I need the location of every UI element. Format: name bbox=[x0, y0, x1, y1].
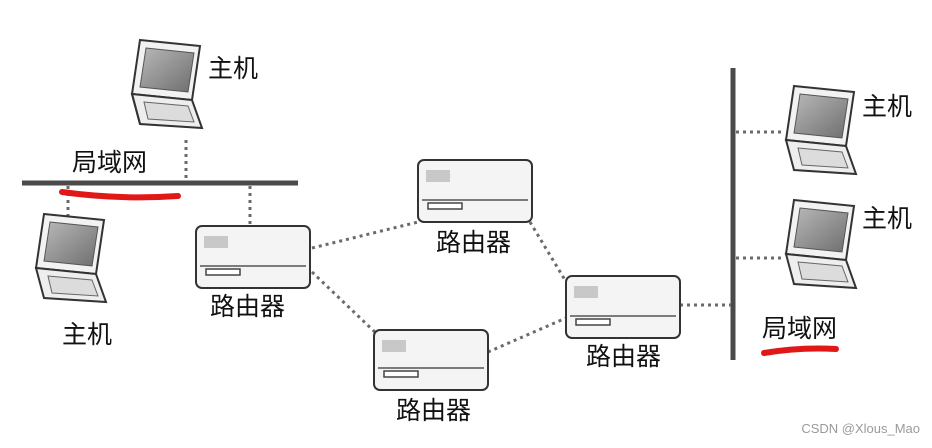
router-label-top: 路由器 bbox=[436, 228, 512, 257]
host-label-right-top: 主机 bbox=[862, 92, 913, 121]
laptop-icon bbox=[130, 38, 204, 130]
lan-right-underline bbox=[761, 345, 839, 356]
router-label-left: 路由器 bbox=[210, 292, 286, 321]
router-icon bbox=[373, 329, 489, 391]
link-top-router-to-right-router bbox=[528, 221, 570, 286]
link-left-router-to-bottom-router bbox=[310, 270, 380, 337]
link-left-router-to-top-router bbox=[311, 220, 419, 250]
laptop-icon bbox=[34, 212, 108, 304]
watermark: CSDN @Xlous_Mao bbox=[801, 421, 920, 436]
link-bottom-router-to-right-router bbox=[487, 316, 567, 354]
laptop-icon bbox=[784, 84, 858, 176]
dotted-links bbox=[66, 130, 784, 354]
lan-left-underline bbox=[59, 189, 181, 201]
router-icon bbox=[565, 275, 681, 339]
lan-label-left: 局域网 bbox=[72, 148, 148, 177]
router-label-bottom: 路由器 bbox=[396, 396, 472, 425]
router-icon bbox=[417, 159, 533, 223]
router-label-right: 路由器 bbox=[586, 342, 662, 371]
host-label-right-bottom: 主机 bbox=[862, 204, 913, 233]
router-icon bbox=[195, 225, 311, 289]
host-label-bottom-left: 主机 bbox=[62, 320, 113, 349]
laptop-icon bbox=[784, 198, 858, 290]
lan-label-right: 局域网 bbox=[762, 314, 838, 343]
host-label-top-left: 主机 bbox=[208, 54, 259, 83]
